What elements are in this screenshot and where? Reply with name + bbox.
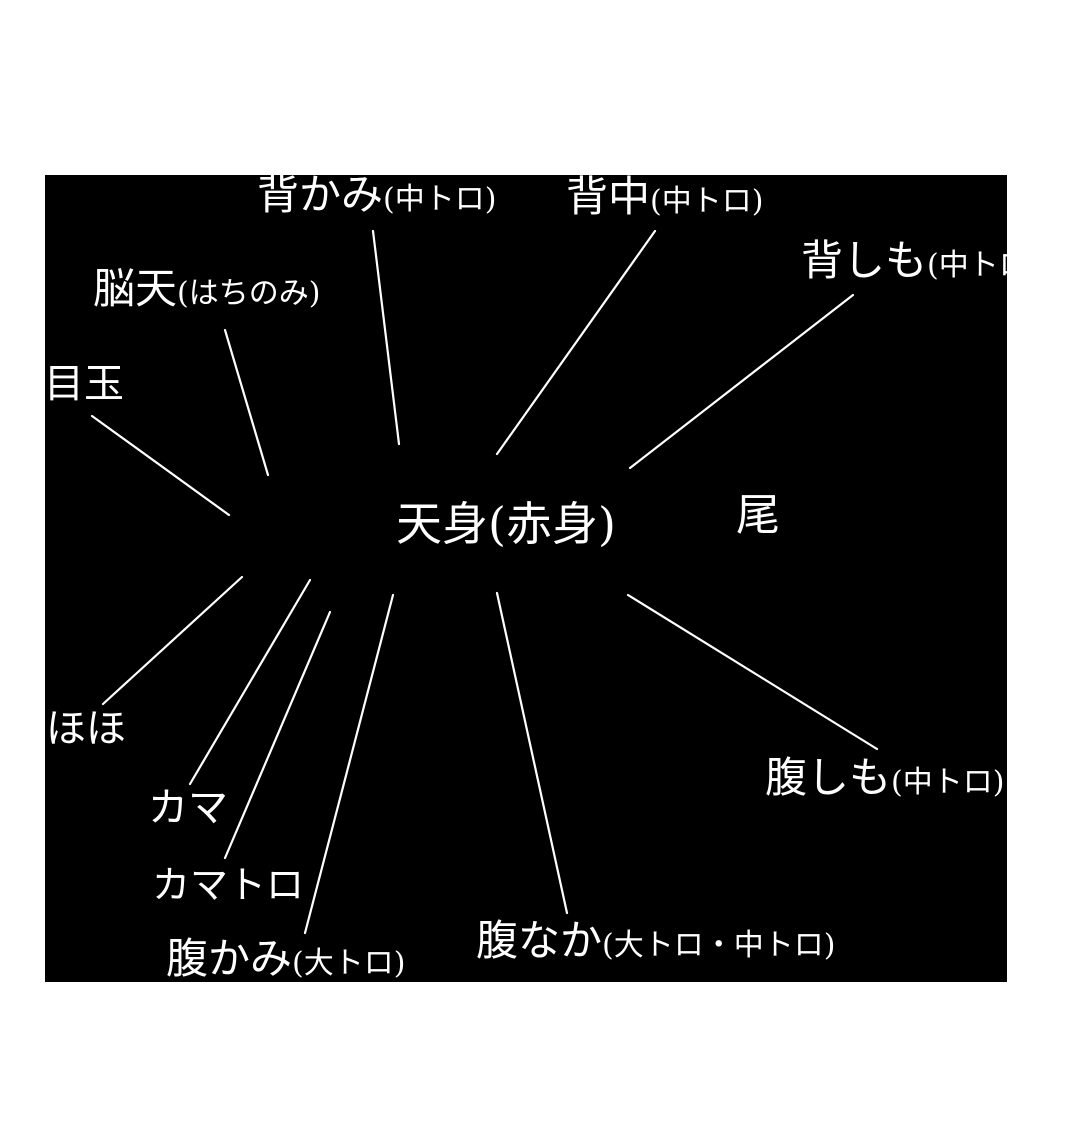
part-grade-hara-kami: (大トロ): [292, 946, 406, 981]
label-se-kami: 背かみ (中トロ): [257, 174, 496, 216]
part-name-se-shimo: 背しも: [801, 236, 928, 285]
label-hara-shimo: 腹しも (中トロ): [765, 757, 1004, 799]
label-nouten: 脳天 (はちのみ): [93, 268, 320, 310]
part-grade-se-naka: (中トロ): [650, 184, 764, 219]
label-medama: 目玉: [44, 364, 124, 404]
leader-line-kamatoro: [223, 610, 332, 860]
part-grade-se-shimo: (中トロ): [927, 248, 1041, 283]
label-tenmi: 天身(赤身): [396, 501, 616, 547]
part-name-se-kami: 背かみ: [257, 170, 384, 219]
label-hoho: ほほ: [46, 709, 126, 749]
part-name-hoho: ほほ: [46, 706, 126, 752]
leader-line-hara-kami: [303, 593, 395, 935]
label-hara-naka: 腹なか (大トロ・中トロ): [476, 920, 835, 962]
part-name-kama: カマ: [148, 785, 228, 831]
leader-line-nouten: [223, 328, 270, 477]
fish-photo-area: [45, 175, 1007, 982]
leader-line-se-kami: [371, 229, 401, 446]
label-kama: カマ: [148, 788, 228, 828]
label-se-shimo: 背しも (中トロ): [801, 240, 1040, 282]
part-grade-nouten: (はちのみ): [177, 276, 321, 311]
part-name-tenmi: 天身(赤身): [396, 497, 616, 551]
label-kamatoro: カマトロ: [152, 866, 304, 904]
part-name-se-naka: 背中: [566, 172, 651, 221]
leader-line-hara-shimo: [626, 593, 879, 751]
leader-line-medama: [90, 414, 231, 517]
label-hara-kami: 腹かみ (大トロ): [166, 938, 405, 980]
part-name-kamatoro: カマトロ: [152, 863, 305, 907]
leader-line-kama: [188, 578, 312, 786]
leader-line-se-shimo: [628, 293, 855, 470]
part-name-nouten: 脳天: [93, 264, 178, 313]
part-grade-se-kami: (中トロ): [383, 182, 497, 217]
label-o: 尾: [736, 494, 780, 538]
part-name-medama: 目玉: [44, 361, 124, 407]
part-name-hara-shimo: 腹しも: [765, 753, 892, 802]
leader-line-hara-naka: [495, 591, 569, 915]
part-name-o: 尾: [736, 490, 780, 541]
part-grade-hara-shimo: (中トロ): [891, 765, 1005, 800]
label-se-naka: 背中 (中トロ): [566, 176, 763, 218]
leader-line-se-naka: [495, 229, 657, 456]
leader-line-hoho: [101, 575, 244, 706]
part-name-hara-kami: 腹かみ: [166, 934, 293, 983]
part-grade-hara-naka: (大トロ・中トロ): [602, 928, 836, 963]
part-name-hara-naka: 腹なか: [476, 916, 603, 965]
